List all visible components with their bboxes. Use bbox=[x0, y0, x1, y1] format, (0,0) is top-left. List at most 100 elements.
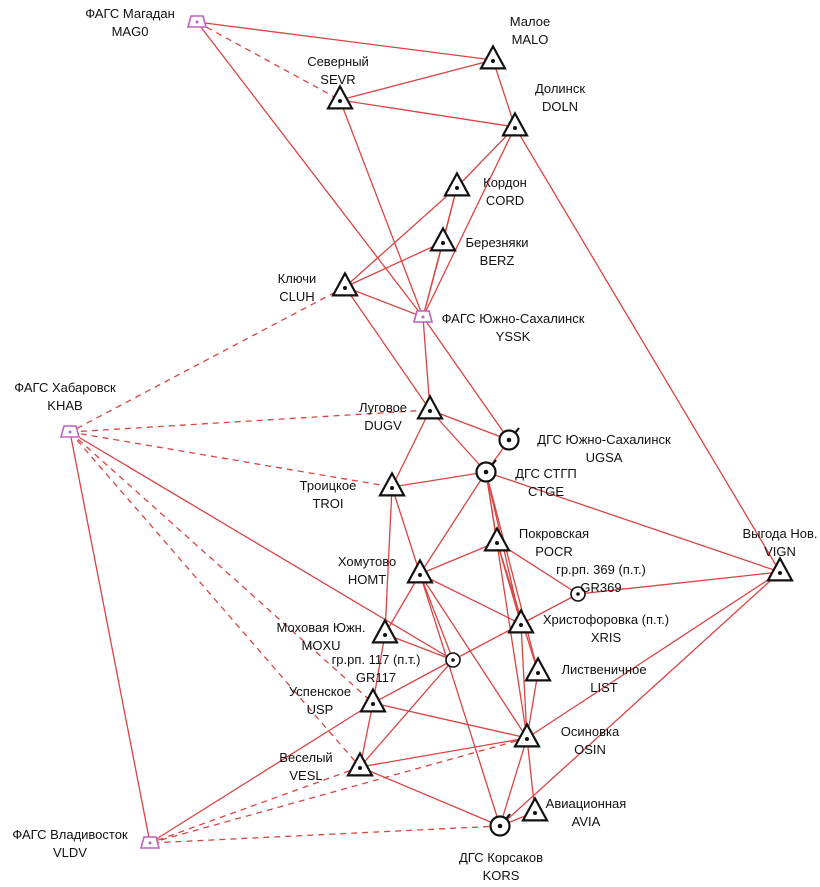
triangle-marker-icon bbox=[429, 226, 457, 252]
station-name: ДГС СТГП bbox=[515, 466, 577, 481]
station-code: VLDV bbox=[53, 845, 87, 860]
link-vign-gr369 bbox=[577, 571, 781, 595]
station-code: AVIA bbox=[572, 814, 601, 829]
center-dot-icon bbox=[519, 623, 523, 627]
station-code: HOMT bbox=[348, 572, 386, 587]
triangle-marker-icon bbox=[507, 608, 535, 634]
station-code: VESL bbox=[289, 768, 322, 783]
center-dot-icon bbox=[338, 99, 342, 103]
link-gr369-xris bbox=[520, 593, 579, 625]
station-code: KHAB bbox=[47, 398, 82, 413]
station-name: ФАГС Хабаровск bbox=[14, 380, 116, 395]
center-dot-icon bbox=[525, 737, 529, 741]
dgs-tick-icon bbox=[514, 427, 520, 434]
link-xris-osin bbox=[520, 623, 528, 739]
center-dot-icon bbox=[343, 286, 347, 290]
station-code: USP bbox=[307, 702, 334, 717]
triangle-marker-icon bbox=[371, 618, 399, 644]
link-cord-cluh bbox=[344, 186, 458, 288]
link-berz-cluh bbox=[344, 241, 444, 288]
link-doln-vign bbox=[514, 126, 781, 573]
station-code: YSSK bbox=[496, 329, 531, 344]
station-name: Моховая Южн. bbox=[277, 620, 366, 635]
link-mag0-sevr bbox=[196, 21, 341, 101]
triangle-marker-icon bbox=[346, 751, 374, 777]
station-code: MOXU bbox=[302, 638, 341, 653]
station-name: Покровская bbox=[519, 526, 589, 541]
center-dot-icon bbox=[497, 823, 503, 829]
station-name: Авиационная bbox=[546, 796, 627, 811]
dgs-tick-icon bbox=[491, 459, 497, 466]
station-gr369: гр.рп. 369 (п.т.)GR369 bbox=[556, 562, 646, 602]
link-cluh-yssk bbox=[344, 286, 424, 318]
link-pocr-list bbox=[496, 541, 539, 673]
link-osin-kors bbox=[499, 737, 528, 827]
station-name: ДГС Корсаков bbox=[459, 850, 543, 865]
link-homt-moxu bbox=[384, 573, 421, 635]
station-name: Хомутово bbox=[338, 554, 396, 569]
center-dot-icon bbox=[491, 59, 495, 63]
station-code: XRIS bbox=[591, 630, 622, 645]
link-troi-ctge bbox=[391, 471, 487, 488]
link-vign-kors bbox=[499, 571, 781, 827]
station-name: гр.рп. 117 (п.т.) bbox=[332, 652, 421, 667]
link-troi-homt bbox=[391, 486, 421, 575]
center-dot-icon bbox=[576, 592, 580, 596]
station-name: ДГС Южно-Сахалинск bbox=[537, 432, 671, 447]
link-homt-kors bbox=[419, 573, 501, 827]
link-khab-dugv bbox=[69, 409, 431, 433]
center-dot-icon bbox=[148, 841, 152, 845]
center-dot-icon bbox=[533, 811, 537, 815]
station-code: GR117 bbox=[356, 670, 396, 685]
triangle-marker-icon bbox=[766, 556, 794, 582]
link-khab-vldv bbox=[69, 431, 151, 844]
link-khab-vesl bbox=[69, 431, 361, 768]
station-name: Успенское bbox=[289, 684, 351, 699]
station-code: MAG0 bbox=[112, 24, 149, 39]
station-name: Троицкое bbox=[300, 478, 357, 493]
center-dot-icon bbox=[506, 437, 512, 443]
link-khab-gr117 bbox=[69, 431, 454, 661]
link-pocr-homt bbox=[419, 541, 498, 575]
station-code: KORS bbox=[483, 868, 520, 883]
link-ctge-list bbox=[485, 471, 539, 673]
station-code: UGSA bbox=[586, 450, 623, 465]
center-dot-icon bbox=[483, 469, 489, 475]
station-code: OSIN bbox=[574, 742, 606, 757]
link-sevr-yssk bbox=[339, 99, 424, 318]
link-vesl-kors bbox=[359, 766, 501, 827]
link-vesl-osin bbox=[359, 737, 528, 768]
center-dot-icon bbox=[778, 571, 782, 575]
station-code: VIGN bbox=[764, 544, 796, 559]
triangle-marker-icon bbox=[406, 558, 434, 584]
dgs-tick-icon bbox=[505, 813, 511, 820]
center-dot-icon bbox=[455, 186, 459, 190]
triangle-marker-icon bbox=[416, 394, 444, 420]
center-dot-icon bbox=[513, 126, 517, 130]
triangle-marker-icon bbox=[326, 84, 354, 110]
link-vign-osin bbox=[526, 571, 781, 739]
link-osin-vldv bbox=[149, 737, 528, 844]
triangle-marker-icon bbox=[378, 471, 406, 497]
station-moxu: Моховая Южн. MOXU bbox=[277, 618, 399, 653]
station-name: Выгода Нов. bbox=[743, 526, 818, 541]
link-doln-cord bbox=[456, 126, 516, 188]
station-name: Лиственичное bbox=[561, 662, 646, 677]
station-name: Веселый bbox=[279, 750, 332, 765]
triangle-marker-icon bbox=[483, 526, 511, 552]
station-code: CLUH bbox=[279, 289, 314, 304]
center-dot-icon bbox=[195, 20, 199, 24]
link-dugv-ctge bbox=[429, 409, 487, 473]
